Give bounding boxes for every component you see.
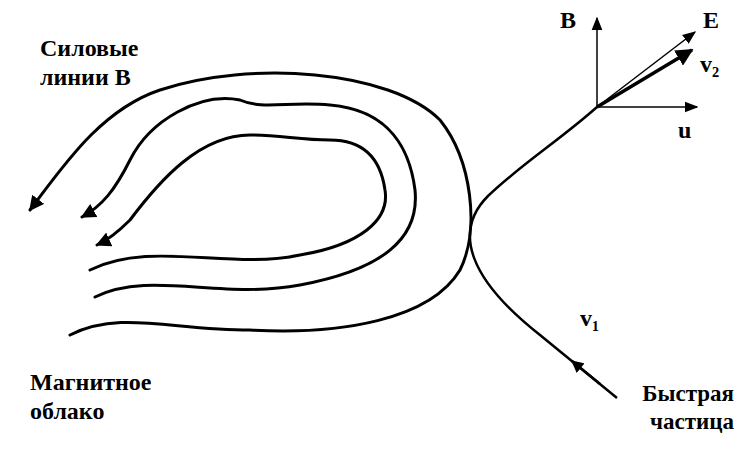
field-line	[30, 73, 471, 335]
vector-label: v₁	[580, 304, 614, 333]
v2-vector	[597, 50, 692, 107]
field-line	[82, 99, 415, 297]
trajectory	[470, 107, 617, 398]
vector-label: B	[560, 6, 590, 35]
field-lines	[30, 73, 471, 335]
particle-caption: Быстрая частица	[626, 380, 734, 435]
e-vector	[597, 32, 695, 107]
field-lines-caption: Силовые линии B	[40, 34, 170, 92]
vector-triad	[597, 18, 697, 107]
vector-label: u	[678, 116, 708, 145]
u-vector	[597, 106, 697, 108]
velocity-arrow	[572, 361, 600, 384]
particle-trajectory	[470, 107, 617, 398]
b-vector	[596, 18, 598, 107]
field-line	[90, 135, 386, 270]
cloud-caption: Магнитное облако	[30, 368, 180, 426]
vector-label: v₂	[700, 50, 734, 79]
vector-label: E	[703, 6, 733, 35]
